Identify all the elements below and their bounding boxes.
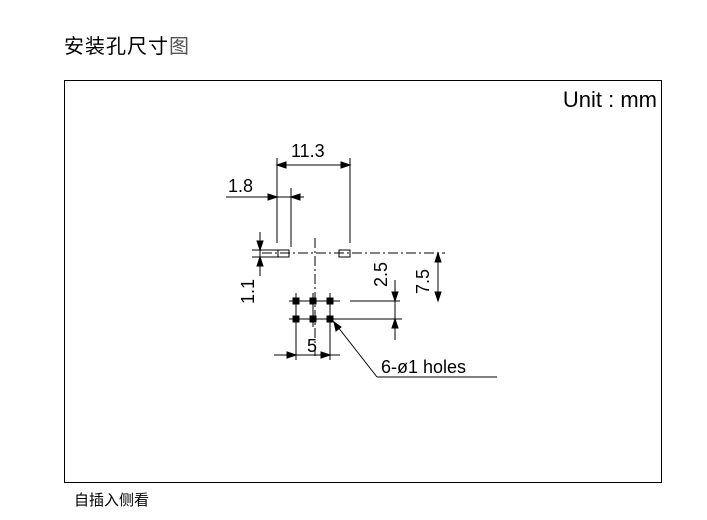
holes-leader [333, 320, 497, 378]
holes-callout: 6-ø1 holes [381, 357, 466, 377]
title-tail: 图 [169, 34, 190, 58]
unit-label: Unit : mm [562, 87, 657, 112]
dim-label-5: 5 [307, 336, 317, 356]
drawing-frame: Unit : mm [64, 80, 662, 483]
dim-1-1-lines [252, 232, 278, 276]
dim-label-2-5: 2.5 [371, 262, 391, 287]
hole [309, 297, 317, 305]
mounting-holes [289, 293, 340, 327]
dim-5-lines [274, 321, 340, 360]
dim-vertical-lines [338, 251, 442, 340]
dim-label-1-1: 1.1 [238, 279, 258, 304]
dim-label-7-5: 7.5 [413, 269, 433, 294]
page-title: 安装孔尺寸图 [64, 30, 190, 59]
title-main: 安装孔尺寸 [64, 34, 169, 58]
dim-label-1-8: 1.8 [228, 176, 253, 196]
hole [309, 315, 317, 323]
hole [326, 297, 334, 305]
hole [292, 297, 300, 305]
dim-11-3-lines [275, 158, 352, 243]
dim-label-11-3: 11.3 [291, 141, 325, 161]
dim-1-8-lines [226, 188, 304, 247]
hole [292, 315, 300, 323]
hole [326, 315, 334, 323]
caption: 自插入侧看 [74, 491, 150, 509]
